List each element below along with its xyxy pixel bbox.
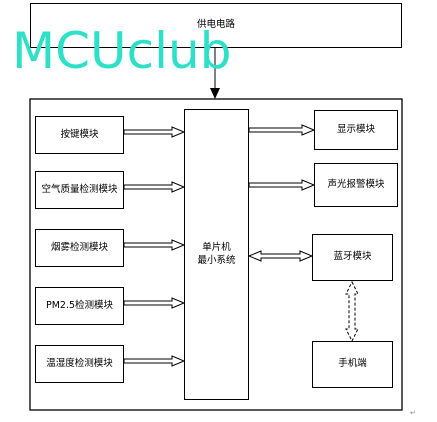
arrow-bluetooth-phone: [345, 280, 359, 343]
arrow-mcu-to-alarm: [248, 179, 316, 191]
display-module-label: 显示模块: [336, 123, 375, 135]
smoke-module-box: 烟雾检测模块: [35, 229, 124, 267]
power-supply-label: 供电电路: [196, 19, 235, 31]
mcuclub-watermark: MCUclub: [12, 22, 232, 80]
alarm-module-label: 声光报警模块: [327, 178, 385, 190]
mcu-label-line2: 最小系统: [197, 254, 236, 266]
phone-box: 手机端: [312, 341, 393, 388]
bluetooth-module-label: 蓝牙模块: [333, 251, 372, 263]
temp-humidity-module-box: 温湿度检测模块: [35, 345, 124, 383]
air-quality-module-box: 空气质量检测模块: [35, 171, 124, 209]
pm25-module-label: PM2.5检测模块: [45, 299, 114, 311]
smoke-module-label: 烟雾检测模块: [50, 241, 108, 253]
arrow-pm25-to-mcu: [123, 297, 186, 309]
arrow-air-to-mcu: [123, 181, 186, 193]
air-quality-module-label: 空气质量检测模块: [41, 183, 118, 195]
power-supply-box: 供电电路: [30, 3, 402, 48]
arrow-mcu-to-display: [248, 124, 316, 136]
corner-return-mark: ↵: [410, 409, 416, 417]
arrow-smoke-to-mcu: [123, 239, 186, 251]
mcu-system-box: 单片机 最小系统: [184, 109, 249, 400]
key-module-box: 按键模块: [35, 116, 124, 154]
bluetooth-module-box: 蓝牙模块: [312, 234, 393, 281]
key-module-label: 按键模块: [60, 128, 99, 140]
arrow-temp-to-mcu: [123, 355, 186, 367]
system-frame: [29, 98, 403, 411]
arrow-power-to-mcu: [210, 48, 220, 99]
temp-humidity-module-label: 温湿度检测模块: [46, 357, 113, 369]
mcu-label-line1: 单片机: [202, 241, 231, 253]
pm25-module-box: PM2.5检测模块: [35, 287, 124, 325]
arrow-key-to-mcu: [123, 126, 186, 138]
display-module-box: 显示模块: [314, 110, 398, 150]
arrow-mcu-bluetooth: [247, 250, 314, 262]
alarm-module-box: 声光报警模块: [314, 163, 398, 207]
phone-label: 手机端: [338, 358, 367, 370]
